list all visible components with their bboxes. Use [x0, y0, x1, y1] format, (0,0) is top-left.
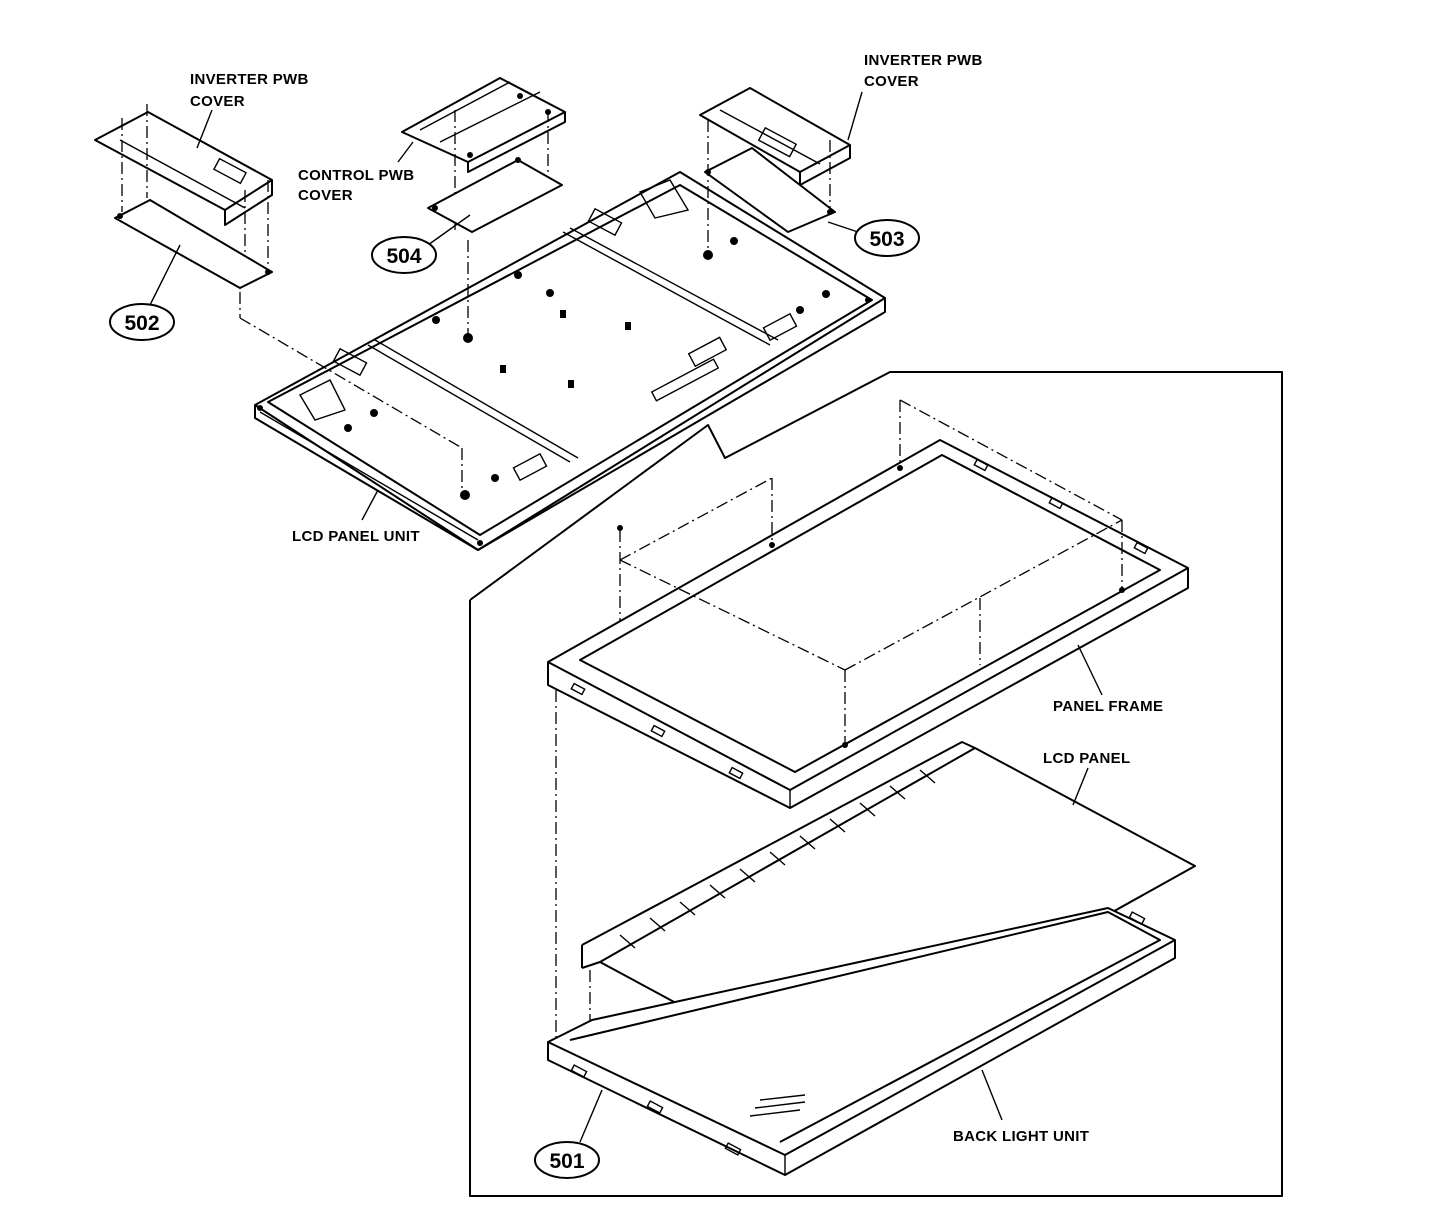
- callout-504-text: 504: [386, 245, 421, 268]
- lcd-panel-unit-chassis: [254, 171, 886, 551]
- lcd-panel-unit-label: LCD PANEL UNIT: [292, 528, 420, 545]
- lcd-panel-label: LCD PANEL: [1043, 750, 1130, 767]
- callout-502-text: 502: [124, 312, 159, 335]
- callout-502: 502: [109, 303, 175, 341]
- inset-border: [469, 371, 1283, 1197]
- inverter-pwb-cover-right-label-line1: INVERTER PWB: [864, 52, 983, 69]
- leader-lines: [149, 91, 1103, 1143]
- callout-503-text: 503: [869, 228, 904, 251]
- inverter-pwb-cover-left: [94, 104, 273, 280]
- back-light-unit-label: BACK LIGHT UNIT: [953, 1128, 1089, 1145]
- callout-504: 504: [371, 236, 437, 274]
- control-pwb-cover: [401, 77, 566, 230]
- callout-503: 503: [854, 219, 920, 257]
- inverter-pwb-cover-left-label-line1: INVERTER PWB: [190, 71, 309, 88]
- board-502: [114, 199, 463, 490]
- callout-501-text: 501: [549, 1150, 584, 1173]
- control-pwb-cover-label-line2: COVER: [298, 187, 353, 204]
- inverter-pwb-cover-left-label-line2: COVER: [190, 93, 245, 110]
- back-light-unit: [547, 690, 1176, 1176]
- callout-501: 501: [534, 1141, 600, 1179]
- board-503: [704, 147, 836, 233]
- inverter-pwb-cover-right-label-line2: COVER: [864, 73, 919, 90]
- panel-frame-label: PANEL FRAME: [1053, 698, 1163, 715]
- control-pwb-cover-label-line1: CONTROL PWB: [298, 167, 414, 184]
- inverter-pwb-cover-right: [699, 87, 851, 255]
- panel-frame: [547, 399, 1189, 809]
